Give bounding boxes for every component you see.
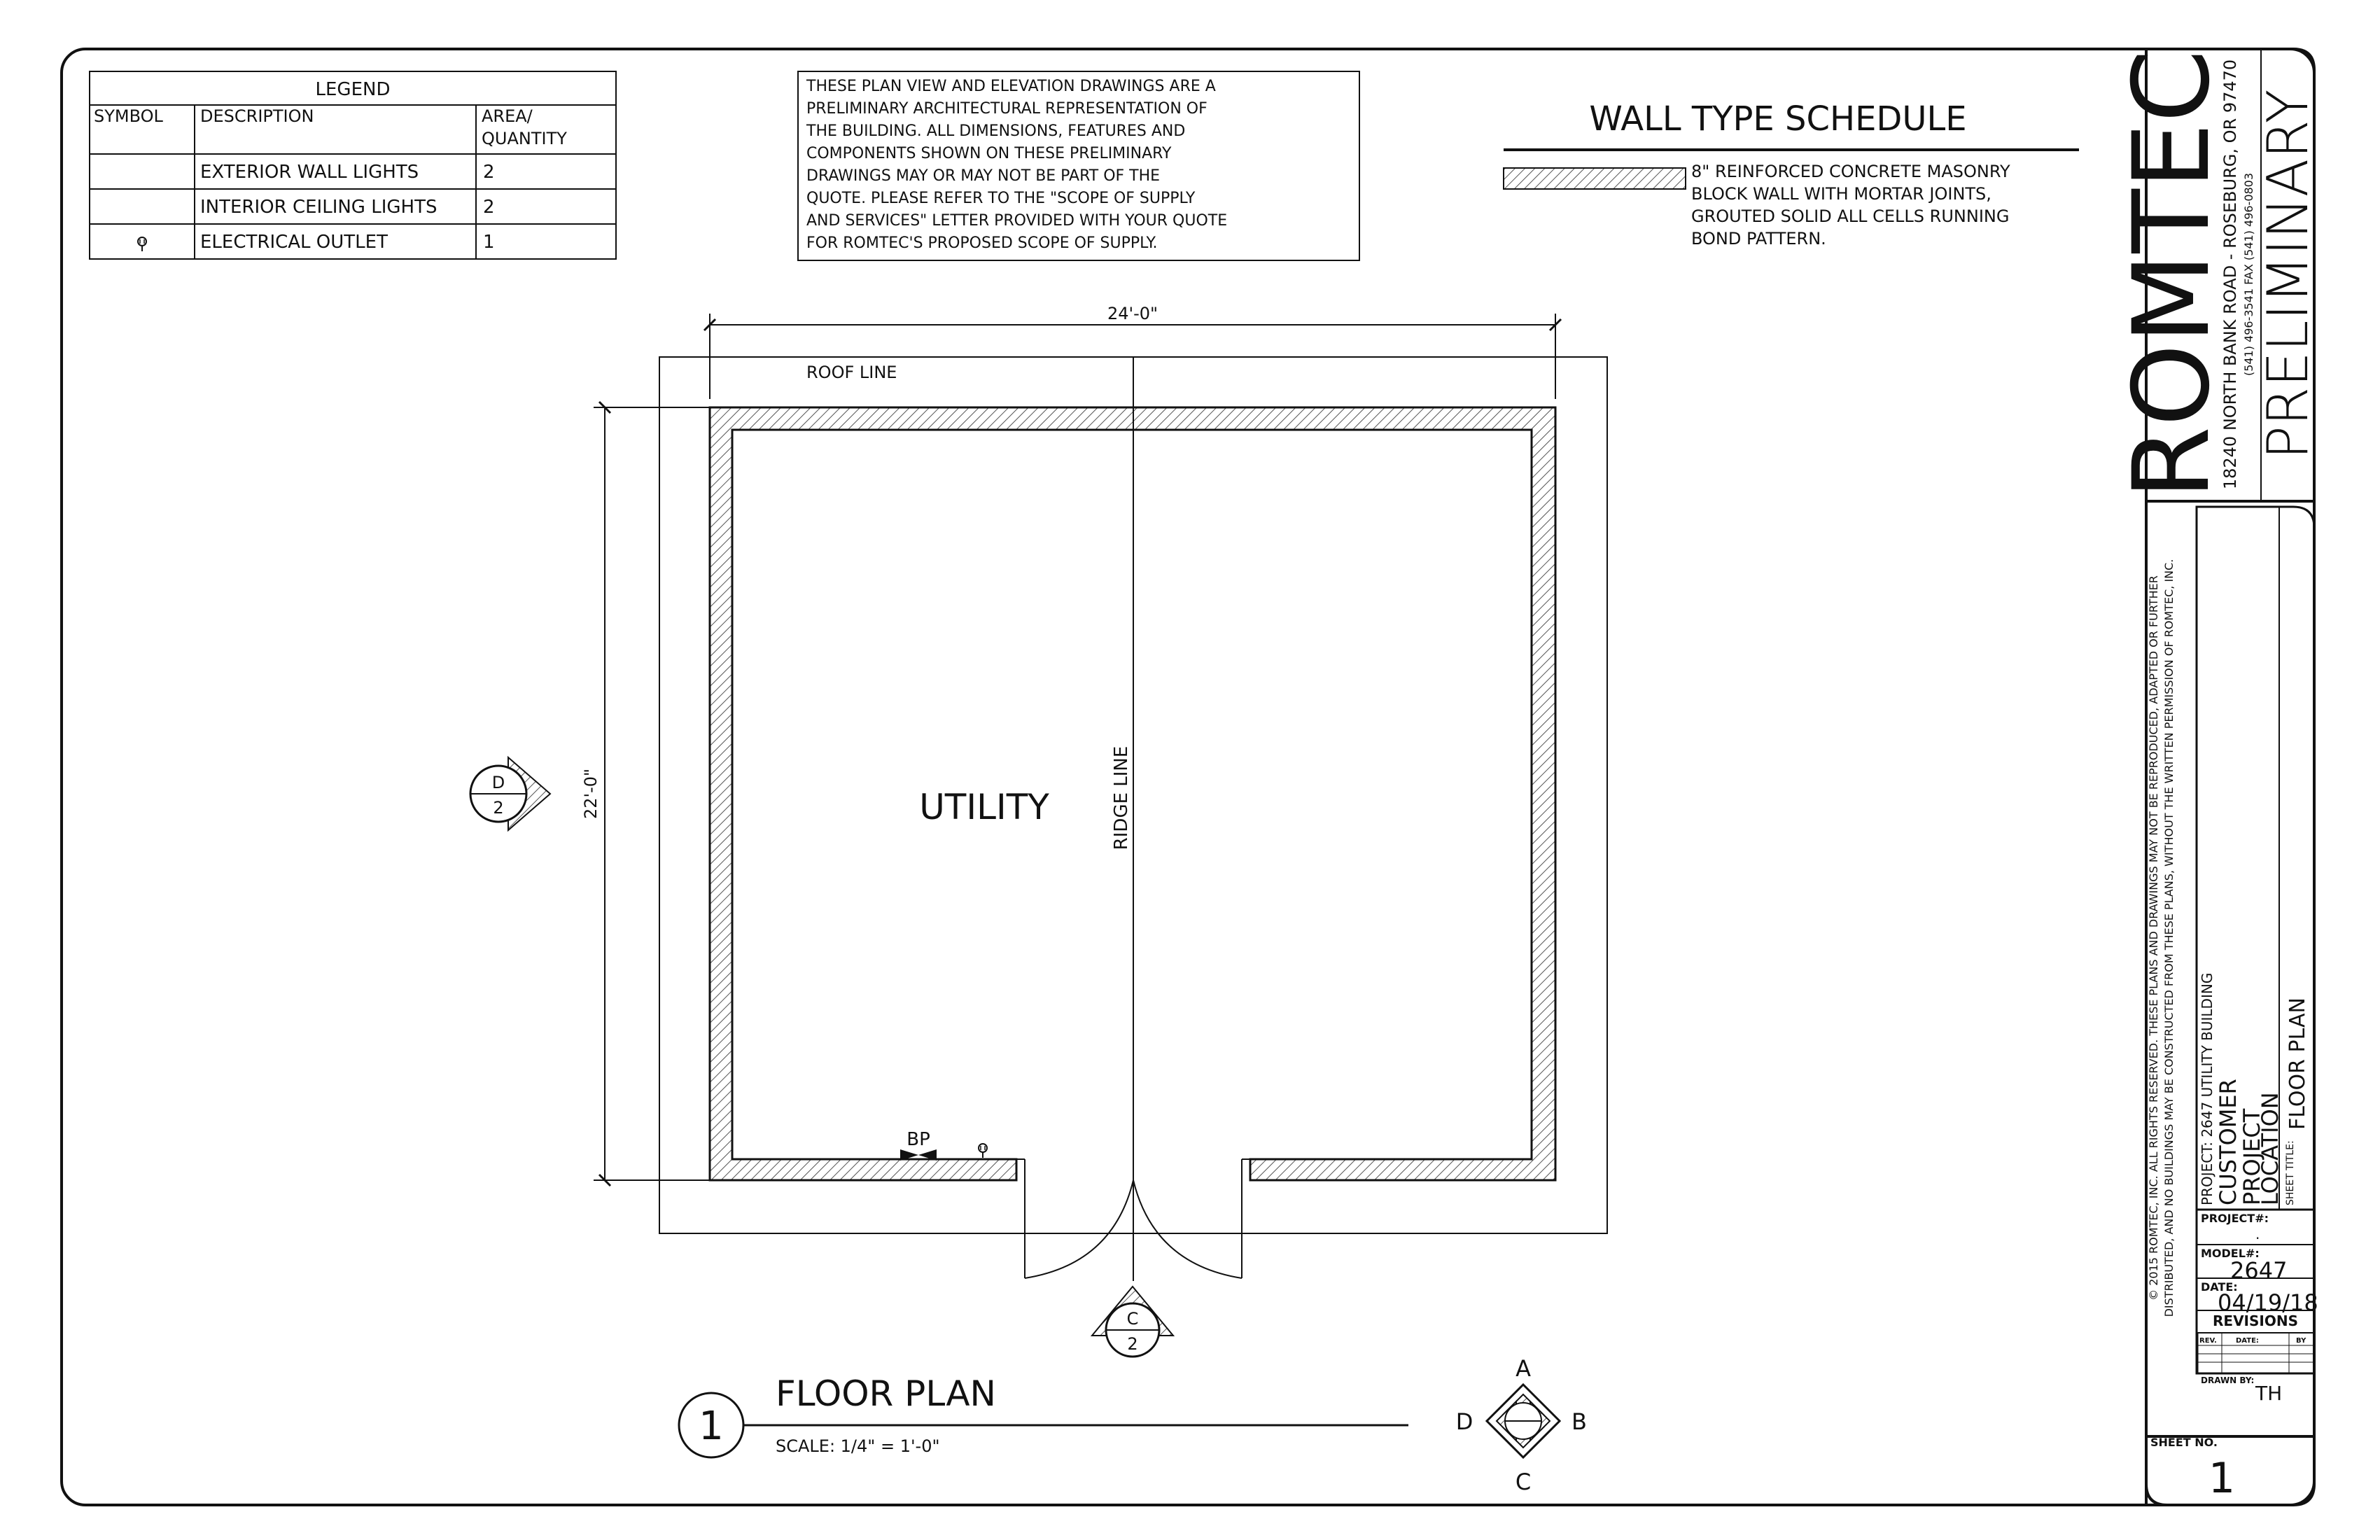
double-door	[1024, 1180, 1242, 1281]
breaker-panel: BP	[900, 1129, 937, 1161]
wall-schedule-line: BOND PATTERN.	[1691, 229, 1826, 248]
section-marker-c: C 2	[1090, 1285, 1175, 1358]
drawn-by-label: DRAWN BY:	[2201, 1376, 2254, 1385]
section-d-letter: D	[492, 773, 505, 792]
legend-row-3-quantity: 1	[483, 232, 495, 253]
width-dimension: 24'-0"	[703, 304, 1562, 399]
disclaimer-line: THE BUILDING. ALL DIMENSIONS, FEATURES A…	[806, 122, 1185, 140]
date-value: 04/19/18	[2218, 1289, 2318, 1316]
drawing-title: 1 FLOOR PLAN SCALE: 1/4" = 1'-0"	[678, 1373, 1408, 1459]
project-line: PROJECT: 2647 UTILITY BUILDING	[2199, 973, 2216, 1205]
breaker-panel-label: BP	[906, 1129, 930, 1150]
legend-row-2-quantity: 2	[483, 197, 495, 218]
compass-icon: A B C D	[1456, 1355, 1587, 1495]
drawing-scale: SCALE: 1/4" = 1'-0"	[776, 1436, 940, 1456]
model-label: MODEL#:	[2201, 1247, 2260, 1260]
sheet-title-label: SHEET TITLE:	[2285, 1140, 2296, 1205]
legend-row-1-description: EXTERIOR WALL LIGHTS	[200, 162, 419, 183]
section-c-sheet: 2	[1127, 1334, 1138, 1354]
drawing-title-text: FLOOR PLAN	[776, 1373, 996, 1414]
disclaimer-line: FOR ROMTEC'S PROPOSED SCOPE OF SUPPLY.	[806, 234, 1157, 252]
legend-row-2-description: INTERIOR CEILING LIGHTS	[200, 197, 437, 218]
customer-label: CUSTOMER	[2215, 1079, 2241, 1205]
copyright-line-2: DISTRIBUTED, AND NO BUILDINGS MAY BE CON…	[2162, 559, 2176, 1317]
compass-b: B	[1572, 1408, 1587, 1435]
ridge-line-label: RIDGE LINE	[1111, 746, 1132, 850]
section-marker-d: D 2	[469, 755, 552, 832]
legend-header-quantity: QUANTITY	[482, 129, 567, 148]
legend-title: LEGEND	[316, 79, 391, 100]
title-block: ROMTEC 18240 NORTH BANK ROAD - ROSEBURG,…	[2111, 48, 2320, 1506]
disclaimer-line: AND SERVICES" LETTER PROVIDED WITH YOUR …	[806, 212, 1227, 230]
revisions-label: REVISIONS	[2213, 1312, 2298, 1329]
copyright-line-1: © 2015 ROMTEC, INC. ALL RIGHTS RESERVED.…	[2147, 575, 2160, 1301]
compass-d: D	[1456, 1408, 1474, 1435]
project-no-value: .	[2255, 1226, 2260, 1242]
romtec-logo-icon: ROMTEC	[2111, 50, 2233, 500]
section-c-letter: C	[1127, 1309, 1139, 1329]
depth-dimension: 22'-0"	[581, 400, 714, 1187]
roof-line-label: ROOF LINE	[806, 363, 897, 382]
compass-c: C	[1516, 1469, 1531, 1495]
disclaimer-box: THESE PLAN VIEW AND ELEVATION DRAWINGS A…	[797, 71, 1360, 261]
preliminary-stamp: PRELIMINARY	[2255, 89, 2320, 459]
sheet-title: FLOOR PLAN	[2286, 997, 2310, 1130]
wall-schedule-line: BLOCK WALL WITH MORTAR JOINTS,	[1691, 184, 1991, 204]
drawn-by-value: TH	[2255, 1382, 2282, 1405]
legend-header-area: AREA/	[482, 106, 533, 126]
company-phone: (541) 496-3541 FAX (541) 496-0803	[2242, 173, 2255, 376]
section-d-sheet: 2	[493, 798, 503, 818]
wall-schedule-title: WALL TYPE SCHEDULE	[1589, 99, 1966, 139]
company-address: 18240 NORTH BANK ROAD - ROSEBURG, OR 974…	[2220, 59, 2240, 489]
disclaimer-line: COMPONENTS SHOWN ON THESE PRELIMINARY	[806, 145, 1172, 162]
compass-a: A	[1516, 1355, 1531, 1382]
project-no-label: PROJECT#:	[2201, 1212, 2269, 1225]
drawing-number: 1	[699, 1404, 724, 1449]
legend-header-description: DESCRIPTION	[200, 106, 314, 126]
date-label: DATE:	[2201, 1280, 2238, 1294]
location-label: LOCATION	[2257, 1092, 2283, 1205]
outlet-icon	[978, 1143, 988, 1158]
rev-date-header: DATE:	[2236, 1337, 2259, 1345]
legend-row-1-quantity: 2	[483, 162, 495, 183]
disclaimer-line: QUOTE. PLEASE REFER TO THE "SCOPE OF SUP…	[806, 190, 1196, 207]
company-name: ROMTEC	[2111, 50, 2233, 500]
disclaimer-line: PRELIMINARY ARCHITECTURAL REPRESENTATION…	[806, 100, 1208, 118]
exterior-wall	[708, 406, 1557, 1182]
legend-header-symbol: SYMBOL	[94, 106, 164, 126]
wall-hatch-swatch	[1503, 167, 1686, 190]
project-label: PROJECT	[2239, 1108, 2265, 1205]
outlet-symbol-icon	[137, 237, 147, 251]
floor-plan-drawing: ROOF LINE 24'-0" 22'-0"	[469, 304, 1608, 1358]
depth-dimension-label: 22'-0"	[581, 769, 601, 819]
sheet-no-label: SHEET NO.	[2150, 1436, 2218, 1449]
rev-header: REV.	[2199, 1337, 2217, 1345]
sheet-border	[60, 48, 2316, 1506]
model-value: 2647	[2230, 1257, 2287, 1284]
wall-schedule-line: GROUTED SOLID ALL CELLS RUNNING	[1691, 206, 2009, 226]
disclaimer-line: DRAWINGS MAY OR MAY NOT BE PART OF THE	[806, 167, 1160, 185]
disclaimer-line: THESE PLAN VIEW AND ELEVATION DRAWINGS A…	[806, 78, 1216, 95]
legend-row-3-description: ELECTRICAL OUTLET	[200, 232, 388, 253]
legend-table: LEGEND SYMBOL DESCRIPTION AREA/ QUANTITY…	[89, 71, 617, 260]
room-label: UTILITY	[919, 787, 1049, 827]
width-dimension-label: 24'-0"	[1107, 304, 1158, 323]
wall-schedule-line: 8" REINFORCED CONCRETE MASONRY	[1691, 162, 2010, 181]
sheet-no-value: 1	[2208, 1454, 2235, 1503]
rev-by-header: BY	[2296, 1337, 2306, 1345]
wall-type-schedule: WALL TYPE SCHEDULE 8" REINFORCED CONCRET…	[1503, 99, 2079, 248]
